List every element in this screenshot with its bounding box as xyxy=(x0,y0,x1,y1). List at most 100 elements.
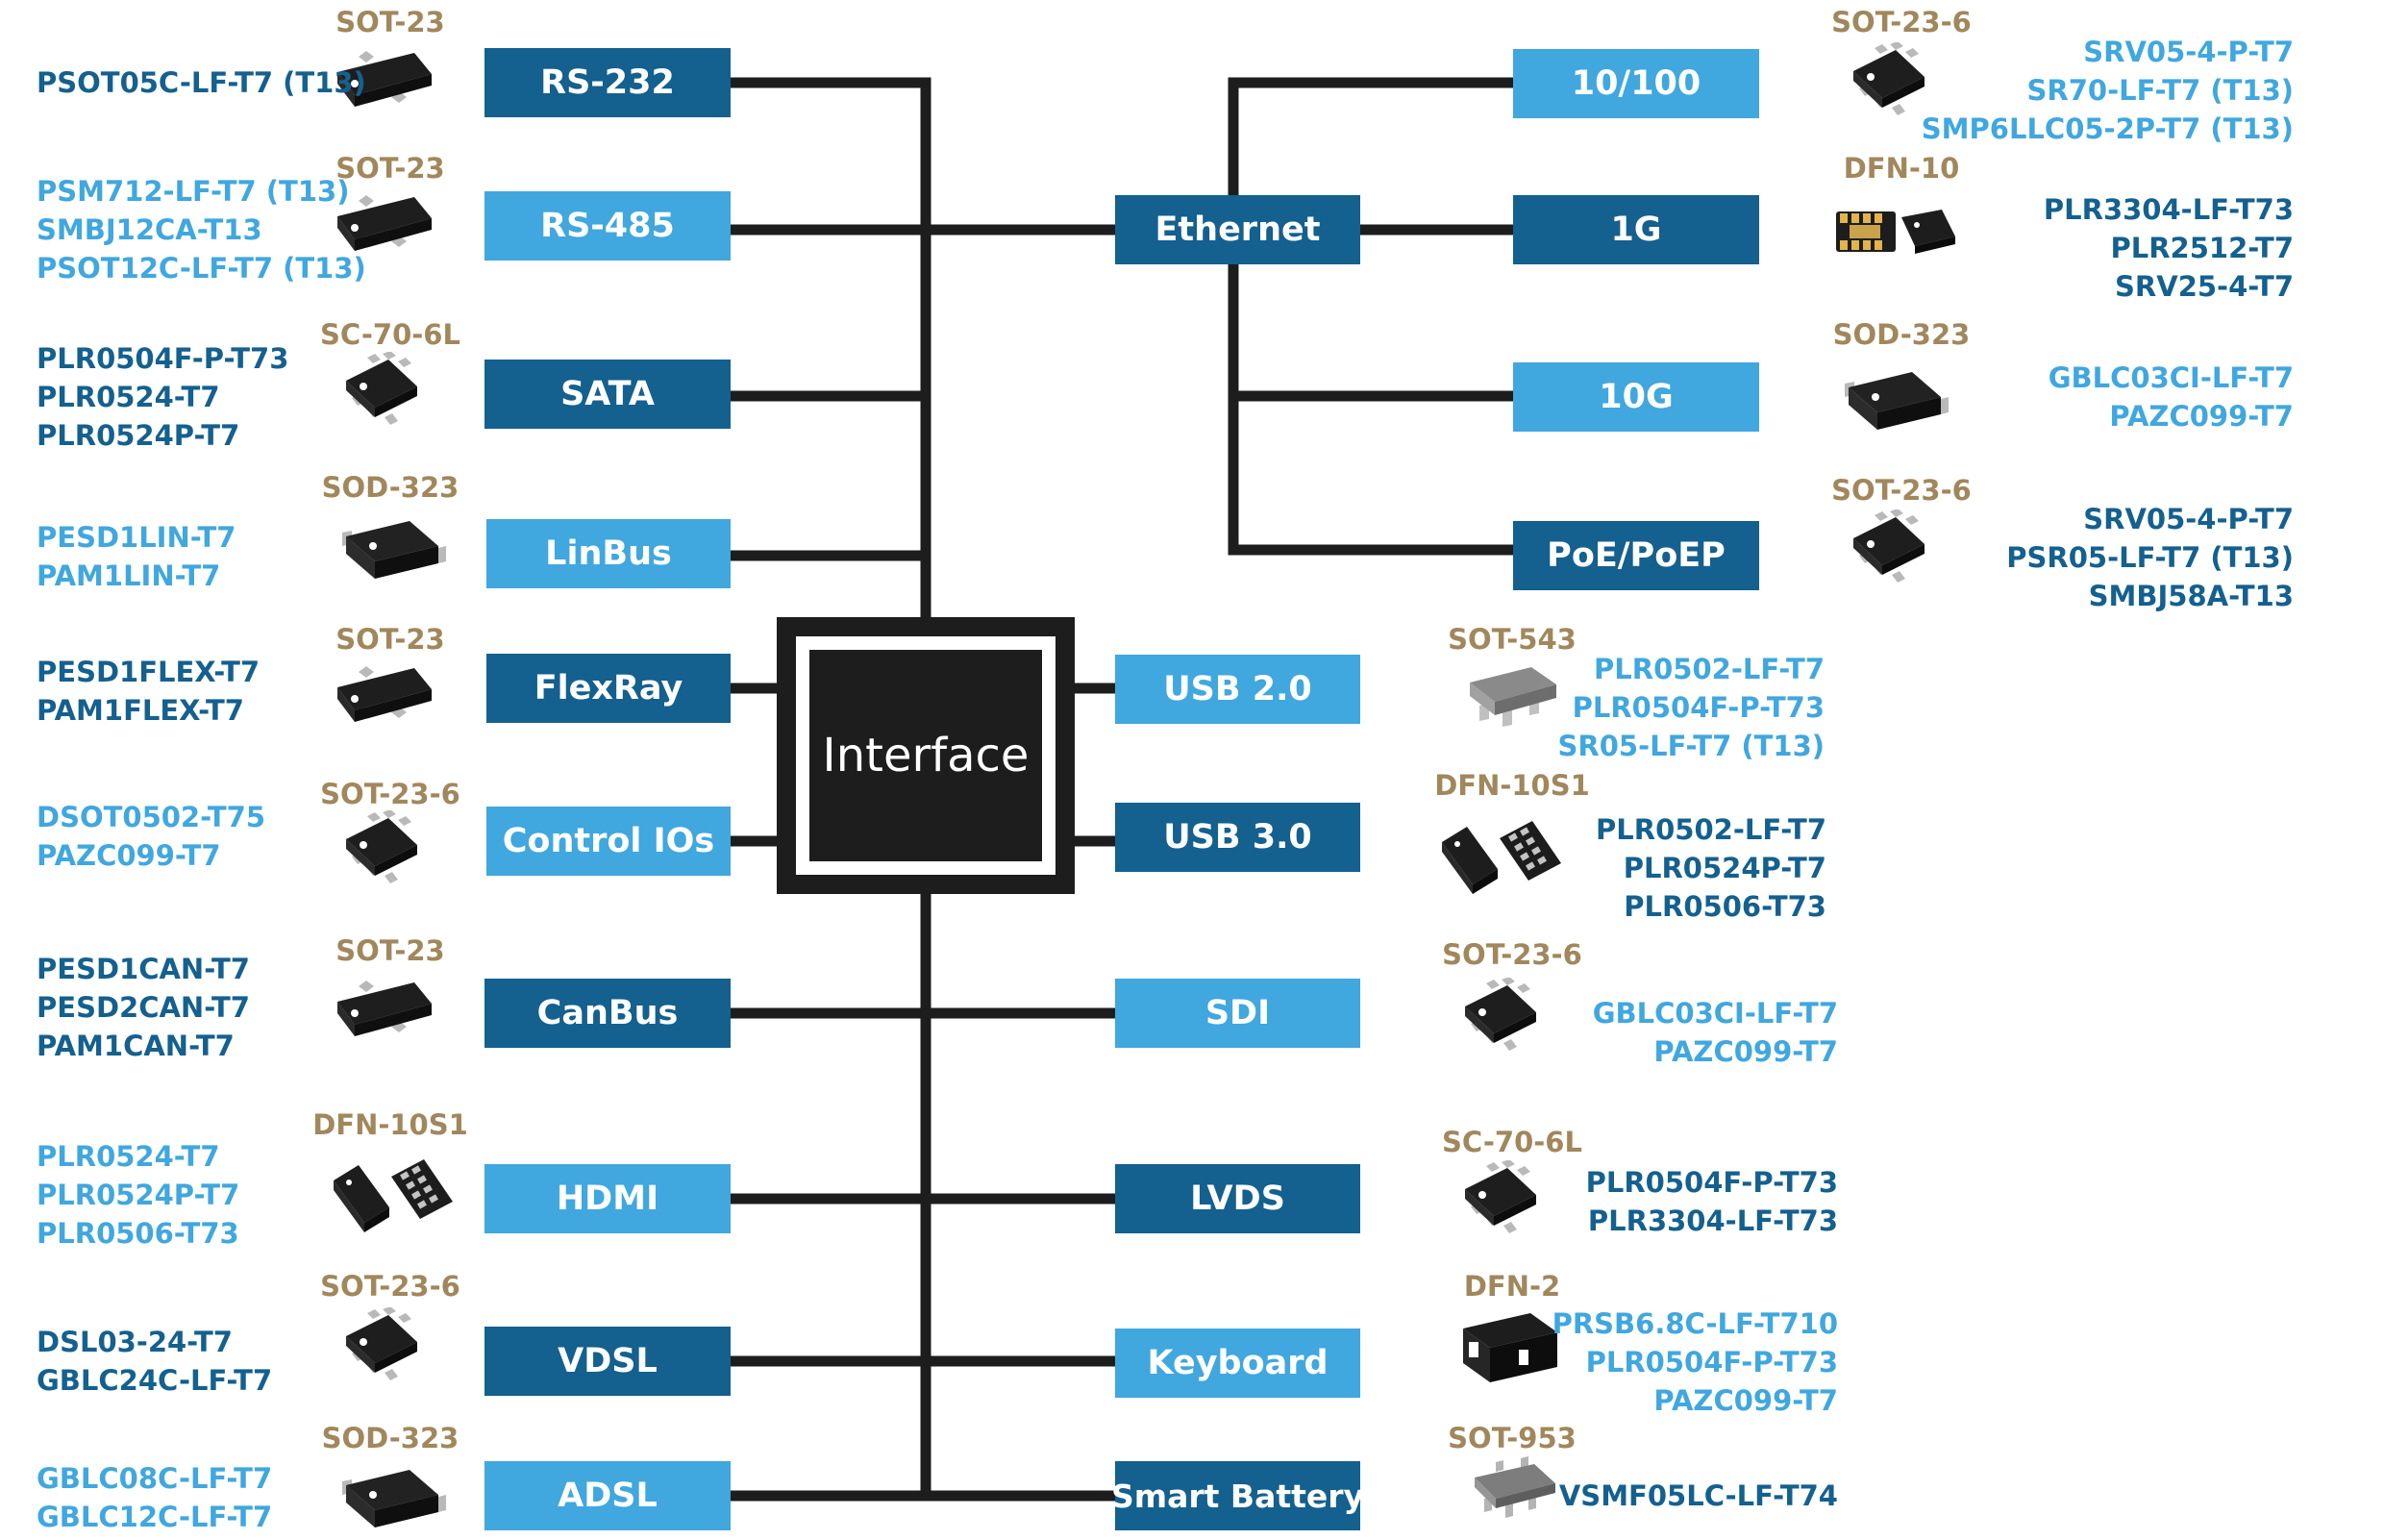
dfn10s1-chip-icon xyxy=(330,1154,455,1245)
sot23-chip-icon xyxy=(332,658,437,740)
part-number: PESD1FLEX-T7 xyxy=(37,656,261,688)
package-label: SOT-23-6 xyxy=(1831,6,1972,38)
sod323-chip-icon xyxy=(1841,360,1956,442)
part-number: PLR0504F-P-T73 xyxy=(1572,691,1825,724)
sot6-chip-icon xyxy=(338,809,425,892)
part-number: PLR2512-T7 xyxy=(2110,232,2294,264)
part-number: GBLC03CI-LF-T7 xyxy=(2048,361,2294,394)
part-number: PLR0506-T73 xyxy=(37,1217,239,1250)
package-label: SOT-23 xyxy=(335,152,445,185)
interface-box-rs232: RS-232 xyxy=(484,48,731,117)
interface-box-lvds: LVDS xyxy=(1115,1164,1360,1233)
part-number: SR05-LF-T7 (T13) xyxy=(1557,730,1825,762)
part-number: PESD1LIN-T7 xyxy=(37,521,236,554)
part-numbers: PESD1CAN-T7 PESD2CAN-T7 PAM1CAN-T7 xyxy=(37,950,250,1065)
part-number: PAM1FLEX-T7 xyxy=(37,694,244,727)
sod323-chip-icon xyxy=(338,1458,454,1540)
part-number: PLR0502-LF-T7 xyxy=(1596,813,1826,846)
sot6-chip-icon xyxy=(338,1306,425,1389)
part-number: PAM1LIN-T7 xyxy=(37,559,221,592)
part-numbers: PRSB6.8C-LF-T710 PLR0504F-P-T73 PAZC099-… xyxy=(1552,1304,1838,1420)
part-number: GBLC08C-LF-T7 xyxy=(37,1462,273,1495)
part-numbers: PLR0524-T7 PLR0524P-T7 PLR0506-T73 xyxy=(37,1137,239,1253)
interface-box-adsl: ADSL xyxy=(484,1461,731,1530)
package-label: SOT-23-6 xyxy=(1442,938,1582,971)
interface-box-vdsl: VDSL xyxy=(484,1327,731,1396)
part-number: GBLC12C-LF-T7 xyxy=(37,1501,273,1533)
dfn10-chip-icon xyxy=(1834,204,1959,266)
part-numbers: GBLC03CI-LF-T7 PAZC099-T7 xyxy=(1593,994,1838,1071)
part-number: PAZC099-T7 xyxy=(1653,1035,1838,1068)
part-numbers: GBLC08C-LF-T7 GBLC12C-LF-T7 xyxy=(37,1459,272,1536)
package-label: SOD-323 xyxy=(321,471,459,504)
package-label: SOT-23 xyxy=(335,623,445,656)
part-number: DSL03-24-T7 xyxy=(37,1326,233,1358)
part-number: PSOT12C-LF-T7 (T13) xyxy=(37,252,366,285)
part-numbers: PESD1FLEX-T7 PAM1FLEX-T7 xyxy=(37,653,260,730)
part-number: PLR0524P-T7 xyxy=(1623,852,1826,884)
interface-box-control-ios: Control IOs xyxy=(486,807,731,876)
part-number: SRV05-4-P-T7 xyxy=(2083,503,2294,535)
package-label: SOT-23 xyxy=(335,934,445,967)
interface-box-flexray: FlexRay xyxy=(486,654,731,723)
package-label: SOT-23-6 xyxy=(320,778,460,810)
part-number: SMBJ58A-T13 xyxy=(2088,580,2294,612)
part-numbers: DSL03-24-T7 GBLC24C-LF-T7 xyxy=(37,1323,272,1400)
part-number: PLR3304-LF-T73 xyxy=(2043,193,2294,226)
part-numbers: PSOT05C-LF-T7 (T13) xyxy=(37,63,366,102)
part-number: PAM1CAN-T7 xyxy=(37,1030,235,1062)
interface-box-keyboard: Keyboard xyxy=(1115,1329,1360,1398)
package-label: SOT-23-6 xyxy=(1831,474,1972,507)
sod323-chip-icon xyxy=(338,509,454,591)
part-number: PLR0504F-P-T73 xyxy=(37,342,289,375)
part-number: PRSB6.8C-LF-T710 xyxy=(1552,1307,1838,1340)
part-number: PSM712-LF-T7 (T13) xyxy=(37,175,350,208)
sot23-chip-icon xyxy=(332,43,437,125)
interface-core-block: Interface xyxy=(777,617,1075,894)
interface-box-10g: 10G xyxy=(1513,362,1759,432)
package-label: SOT-23 xyxy=(335,6,445,38)
part-numbers: DSOT0502-T75 PAZC099-T7 xyxy=(37,798,265,875)
part-number: PESD1CAN-T7 xyxy=(37,953,250,985)
part-number: PAZC099-T7 xyxy=(1653,1384,1838,1417)
interface-box-10-100: 10/100 xyxy=(1513,49,1759,118)
package-label: DFN-10 xyxy=(1843,152,1960,185)
sot6-chip-icon xyxy=(1846,41,1932,124)
part-number: PLR3304-LF-T73 xyxy=(1587,1205,1838,1237)
sot6-chip-icon xyxy=(338,351,425,434)
sot23-chip-icon xyxy=(332,187,437,269)
part-number: PSR05-LF-T7 (T13) xyxy=(2006,541,2294,574)
part-number: SRV05-4-P-T7 xyxy=(2083,36,2294,68)
dfn2-chip-icon xyxy=(1457,1309,1563,1391)
part-number: SR70-LF-T7 (T13) xyxy=(2026,74,2294,107)
package-label: DFN-10S1 xyxy=(1434,769,1590,802)
package-label: DFN-2 xyxy=(1463,1270,1561,1303)
part-numbers: PLR0502-LF-T7 PLR0524P-T7 PLR0506-T73 xyxy=(1596,810,1826,926)
part-numbers: SRV05-4-P-T7 SR70-LF-T7 (T13) SMP6LLC05-… xyxy=(1922,33,2294,148)
part-numbers: PLR0504F-P-T73 PLR3304-LF-T73 xyxy=(1586,1163,1838,1240)
package-label: SC-70-6L xyxy=(1442,1126,1582,1158)
interface-box-linbus: LinBus xyxy=(486,519,731,588)
sot23-chip-icon xyxy=(332,973,437,1055)
sot543-chip-icon xyxy=(1464,661,1560,733)
part-numbers: PLR0504F-P-T73 PLR0524-T7 PLR0524P-T7 xyxy=(37,339,288,455)
interface-box-usb3: USB 3.0 xyxy=(1115,803,1360,872)
part-number: SRV25-4-T7 xyxy=(2115,270,2294,303)
interface-box-poe: PoE/PoEP xyxy=(1513,521,1759,590)
package-label: SOD-323 xyxy=(1832,318,1971,351)
interface-box-sdi: SDI xyxy=(1115,979,1360,1048)
part-number: SMBJ12CA-T13 xyxy=(37,213,262,246)
interface-core-label: Interface xyxy=(809,650,1042,861)
part-number: PLR0506-T73 xyxy=(1624,890,1826,923)
part-number: GBLC03CI-LF-T7 xyxy=(1592,997,1838,1030)
ethernet-box: Ethernet xyxy=(1115,195,1360,264)
part-number: GBLC24C-LF-T7 xyxy=(37,1364,273,1397)
interface-box-canbus: CanBus xyxy=(484,979,731,1048)
part-numbers: VSMF05LC-LF-T74 xyxy=(1559,1477,1838,1515)
part-numbers: PLR0502-LF-T7 PLR0504F-P-T73 SR05-LF-T7 … xyxy=(1558,650,1825,765)
dfn10s1-chip-icon xyxy=(1438,815,1563,907)
interface-box-usb2: USB 2.0 xyxy=(1115,655,1360,724)
interface-box-hdmi: HDMI xyxy=(484,1164,731,1233)
part-number: DSOT0502-T75 xyxy=(37,801,266,833)
